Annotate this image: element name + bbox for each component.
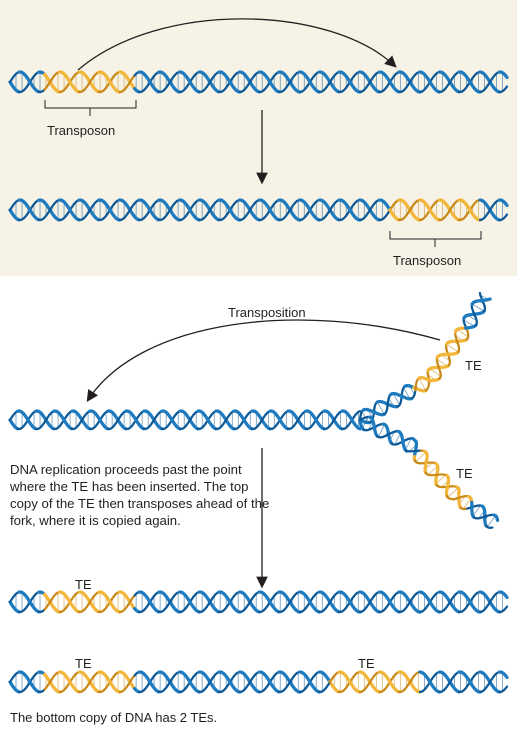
te-label-fork-top: TE <box>465 358 482 373</box>
replication-description: DNA replication proceeds past the point … <box>10 462 270 528</box>
top-panel <box>0 0 517 276</box>
transposon-label-1: Transposon <box>47 123 116 138</box>
te-label-product-1: TE <box>75 577 92 592</box>
dna-helix-parent <box>8 409 362 431</box>
transposon-label-2: Transposon <box>393 253 462 268</box>
transposon-bracket-1 <box>44 100 137 116</box>
transposon-bracket-2 <box>389 231 482 247</box>
dna-helix-top-1 <box>8 70 509 94</box>
te-label-product-2b: TE <box>358 656 375 671</box>
transposition-label: Transposition <box>228 305 306 320</box>
bottom-panel <box>0 276 517 743</box>
footer-caption: The bottom copy of DNA has 2 TEs. <box>10 710 218 725</box>
transposition-arc-arrow-top <box>77 18 397 71</box>
dna-helix-top-2 <box>8 198 509 222</box>
te-label-product-2a: TE <box>75 656 92 671</box>
dna-helix-fork-lower <box>358 415 500 529</box>
dna-helix-product-1 <box>8 590 509 614</box>
dna-helix-product-2 <box>8 670 509 694</box>
te-label-fork-bottom: TE <box>456 466 473 481</box>
dna-helix-fork-upper <box>358 291 492 425</box>
transposition-arc-arrow-bottom <box>86 319 441 402</box>
